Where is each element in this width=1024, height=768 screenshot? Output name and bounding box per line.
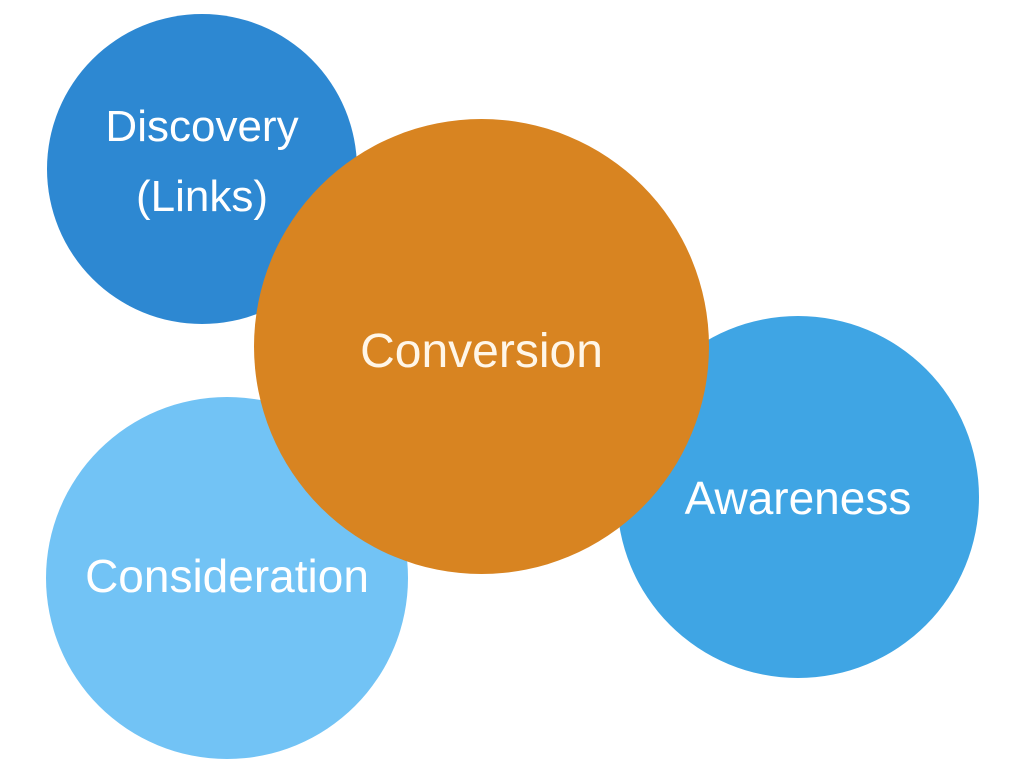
discovery-label: Discovery (Links) bbox=[105, 102, 299, 221]
awareness-label: Awareness bbox=[684, 472, 912, 524]
consideration-label: Consideration bbox=[85, 550, 369, 602]
conversion-label: Conversion bbox=[360, 325, 603, 378]
conversion-bubble: Conversion bbox=[254, 119, 709, 574]
discovery-bubble: Discovery (Links) bbox=[47, 14, 357, 324]
